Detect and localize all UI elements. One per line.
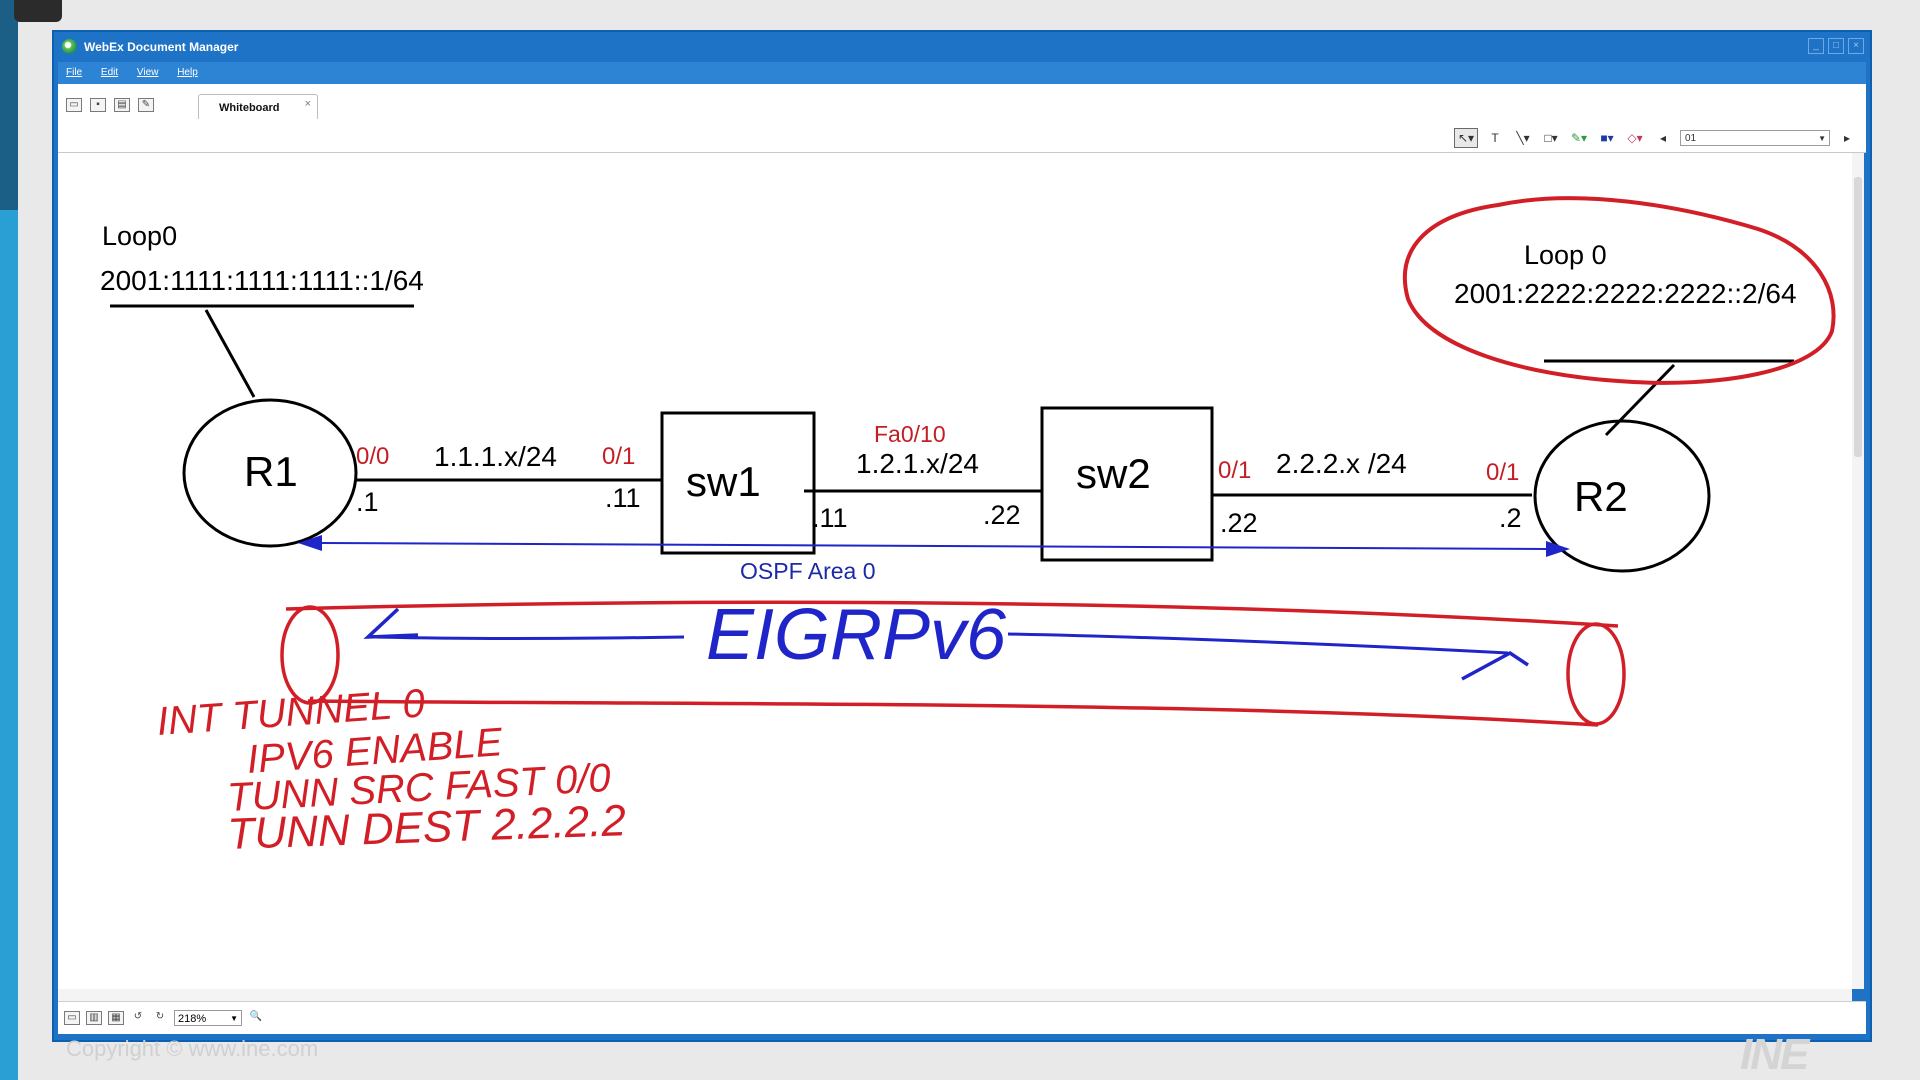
net3-label: 2.2.2.x /24 — [1276, 448, 1407, 479]
ospf-arrow-left-head — [298, 535, 322, 551]
fill-color-icon[interactable]: ■▾ — [1600, 131, 1614, 145]
file-tools: ▭ ▪ ▤ ✎ — [66, 98, 154, 112]
zoom-value: 218% — [178, 1013, 207, 1025]
tab-close-icon[interactable]: × — [304, 98, 311, 110]
desktop-edge-top — [0, 0, 18, 210]
loop0-left-title: Loop0 — [102, 221, 177, 251]
title-bar[interactable]: WebEx Document Manager _ □ × — [54, 32, 1870, 62]
scroll-thumb[interactable] — [1854, 177, 1862, 457]
r2-router — [1533, 419, 1711, 573]
vertical-scrollbar[interactable] — [1852, 153, 1864, 989]
fa-interface: Fa0/10 — [874, 421, 946, 447]
tunnel-left-end — [280, 605, 340, 705]
net1-label: 1.1.1.x/24 — [434, 441, 557, 472]
menu-file[interactable]: File — [66, 67, 83, 78]
net2-label: 1.2.1.x/24 — [856, 448, 979, 479]
tab-label: Whiteboard — [219, 102, 280, 114]
chevron-down-icon: ▼ — [230, 1014, 238, 1023]
close-icon[interactable]: × — [1848, 38, 1864, 54]
eigrp-arrow-left-head — [363, 607, 419, 639]
tab-whiteboard[interactable]: Whiteboard × — [198, 94, 318, 119]
eigrp-label: EIGRPv6 — [706, 595, 1007, 675]
r1-label: R1 — [244, 448, 298, 495]
menu-help[interactable]: Help — [177, 67, 198, 78]
menu-view[interactable]: View — [136, 67, 159, 78]
r1-router — [182, 398, 358, 548]
print-icon[interactable]: ▤ — [114, 98, 130, 112]
eigrp-arrow-left-line — [375, 635, 685, 640]
rectangle-icon[interactable]: □▾ — [1544, 131, 1558, 145]
r2-host: .2 — [1499, 503, 1522, 533]
minimize-icon[interactable]: _ — [1808, 38, 1824, 54]
rotate-left-icon[interactable]: ↺ — [133, 1011, 143, 1022]
ospf-label: OSPF Area 0 — [740, 558, 876, 584]
desktop-edge — [0, 0, 18, 1080]
line-icon[interactable]: ╲▾ — [1516, 131, 1530, 145]
window-controls: _ □ × — [1808, 38, 1864, 54]
eigrp-arrow-right-line — [1007, 632, 1509, 655]
window-title: WebEx Document Manager — [84, 40, 239, 54]
status-tools: ▭ ▥ ▦ ↺ ↻ 218% ▼ 🔍 — [64, 1010, 264, 1026]
tunnel-top-edge — [285, 600, 1619, 628]
sw1-interface-left: 0/1 — [602, 443, 635, 470]
ine-logo: INE — [1740, 1030, 1809, 1079]
page-select[interactable]: 01 ▼ — [1680, 130, 1830, 146]
text-icon[interactable]: T — [1491, 131, 1499, 145]
prev-page-icon[interactable]: ◂ — [1659, 131, 1667, 145]
save-icon[interactable]: ▪ — [90, 98, 106, 112]
view-grid-icon[interactable]: ▦ — [108, 1011, 124, 1025]
copyright-watermark: Copyright © www.ine.com — [66, 1036, 319, 1061]
zoom-select[interactable]: 218% ▼ — [174, 1010, 242, 1026]
loop0-highlight-circle — [1402, 196, 1836, 385]
r1-host: .1 — [356, 487, 379, 517]
open-icon[interactable]: ▭ — [66, 98, 82, 112]
view-split-icon[interactable]: ▥ — [86, 1011, 102, 1025]
maximize-icon[interactable]: □ — [1828, 38, 1844, 54]
pen-icon[interactable]: ✎▾ — [1570, 131, 1588, 145]
webex-logo-icon — [62, 39, 77, 54]
loop0-right-title: Loop 0 — [1524, 240, 1607, 270]
loop0-left-address: 2001:1111:1111:1111::1/64 — [100, 265, 424, 296]
network-diagram: Loop0 2001:1111:1111:1111::1/64 R1 0/0 .… — [100, 196, 1836, 859]
loop0-right-address: 2001:2222:2222:2222::2/64 — [1454, 278, 1797, 309]
pointer-icon[interactable]: ↖▾ — [1454, 128, 1478, 148]
status-bar: ▭ ▥ ▦ ↺ ↻ 218% ▼ 🔍 — [58, 1001, 1866, 1034]
menu-edit[interactable]: Edit — [100, 67, 119, 78]
eraser-icon[interactable]: ◇▾ — [1627, 131, 1643, 145]
sw1-host-left: .11 — [605, 483, 641, 513]
menu-bar: File Edit View Help — [58, 62, 1866, 84]
webex-window: WebEx Document Manager _ □ × File Edit V… — [52, 30, 1872, 1042]
r2-label: R2 — [1574, 473, 1628, 520]
horizontal-scrollbar[interactable] — [58, 989, 1852, 1001]
eigrp-arrow-right-head — [1461, 650, 1529, 681]
ospf-arrow-right-head — [1546, 541, 1570, 557]
page-select-value: 01 — [1685, 133, 1697, 144]
sw2-host-left: .22 — [983, 500, 1021, 530]
sw2-switch — [1040, 406, 1214, 562]
whiteboard-canvas[interactable]: Loop0 2001:1111:1111:1111::1/64 R1 0/0 .… — [58, 153, 1852, 989]
next-page-icon[interactable]: ▸ — [1843, 131, 1851, 145]
view-single-icon[interactable]: ▭ — [64, 1011, 80, 1025]
ospf-arrow-line — [321, 542, 1547, 550]
tunnel-right-end — [1566, 622, 1626, 726]
r2-interface: 0/1 — [1486, 459, 1519, 486]
loop0-left-link — [204, 309, 256, 398]
sw2-label: sw2 — [1076, 450, 1151, 497]
tunnel-bottom-edge — [307, 699, 1599, 727]
sw1-switch — [660, 411, 816, 555]
chevron-down-icon: ▼ — [1818, 134, 1826, 143]
sw1-host-right: .11 — [812, 503, 848, 533]
rotate-right-icon[interactable]: ↻ — [155, 1011, 165, 1022]
new-page-icon[interactable]: ✎ — [138, 98, 154, 112]
toolbar: ▭ ▪ ▤ ✎ Whiteboard × ↖▾ T ╲▾ □▾ ✎▾ ■▾ ◇▾… — [58, 84, 1866, 153]
zoom-icon[interactable]: 🔍 — [249, 1011, 263, 1022]
sw2-host-right: .22 — [1220, 508, 1258, 538]
drawing-tools: ↖▾ T ╲▾ □▾ ✎▾ ■▾ ◇▾ ◂ 01 ▼ ▸ — [1454, 126, 1858, 150]
desktop-corner — [14, 0, 62, 22]
loop0-right-link — [1604, 363, 1676, 437]
r1-interface: 0/0 — [356, 443, 389, 470]
sw1-label: sw1 — [686, 458, 761, 505]
sw2-interface-right: 0/1 — [1218, 457, 1251, 484]
